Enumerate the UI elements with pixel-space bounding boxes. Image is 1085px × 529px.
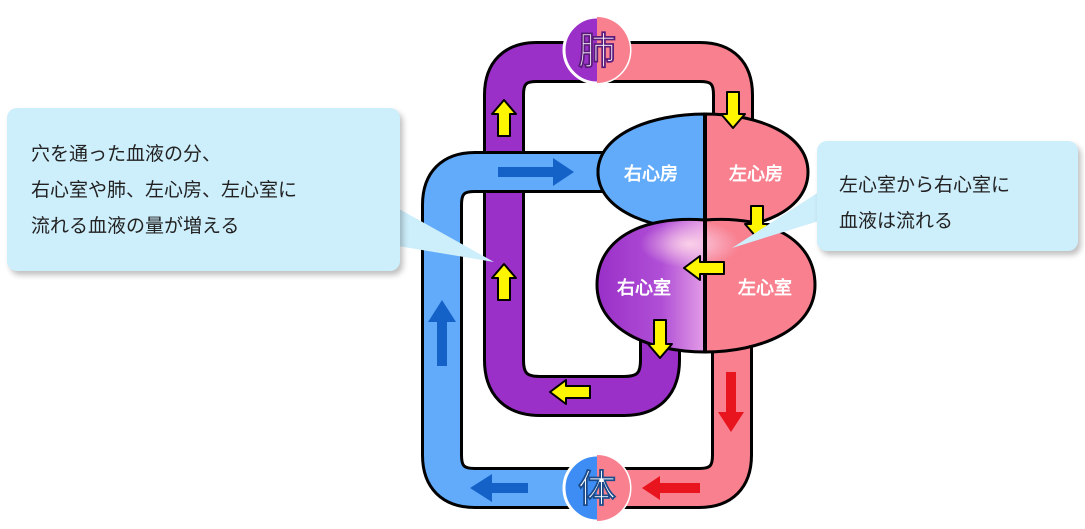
left-callout-line-2: 右心室や肺、左心房、左心室に — [31, 179, 298, 201]
right-ventricle-label: 右心室 — [617, 277, 671, 298]
left-callout-line-1: 穴を通った血液の分、 — [31, 143, 222, 165]
lung-label: 肺 — [578, 31, 616, 73]
ventricles — [595, 217, 817, 354]
arrow-down-icon — [647, 319, 673, 359]
body-node: 体 — [562, 453, 632, 523]
arrow-left-icon — [683, 255, 725, 281]
arrow-down-icon — [720, 91, 746, 129]
atria — [596, 112, 810, 232]
septal-hole-glow — [640, 220, 740, 268]
arrow-up-icon — [491, 99, 517, 137]
lung-node: 肺 — [562, 15, 632, 85]
arrow-left-icon — [470, 474, 528, 502]
arrow-up-icon — [428, 300, 456, 366]
flow-arrows-blue — [428, 158, 574, 502]
arrow-left-icon — [642, 476, 700, 500]
flow-arrows-red — [642, 372, 744, 500]
pulmonary-artery-vessel — [483, 41, 681, 417]
vena-cava-vessel — [421, 151, 640, 509]
right-callout-pointer — [732, 190, 822, 248]
heart: 右心房 左心房 右心室 左心室 — [595, 112, 817, 354]
right-callout-line-2: 血液は流れる — [839, 210, 954, 232]
right-callout-line-1: 左心室から右心室に — [839, 174, 1011, 196]
body-label: 体 — [578, 469, 616, 511]
arrow-right-icon — [498, 158, 574, 186]
arrow-up-icon — [491, 263, 517, 301]
left-callout-pointer — [392, 205, 494, 262]
right-callout: 左心室から右心室に 血液は流れる — [817, 141, 1078, 251]
right-atrium-label: 右心房 — [624, 163, 678, 184]
left-atrium-label: 左心房 — [729, 163, 783, 184]
left-ventricle-label: 左心室 — [738, 277, 792, 298]
left-callout: 穴を通った血液の分、 右心室や肺、左心房、左心室に 流れる血液の量が増える — [7, 108, 400, 271]
arrow-left-icon — [549, 379, 591, 405]
arrow-down-icon — [718, 372, 744, 432]
left-callout-line-3: 流れる血液の量が増える — [31, 215, 240, 237]
